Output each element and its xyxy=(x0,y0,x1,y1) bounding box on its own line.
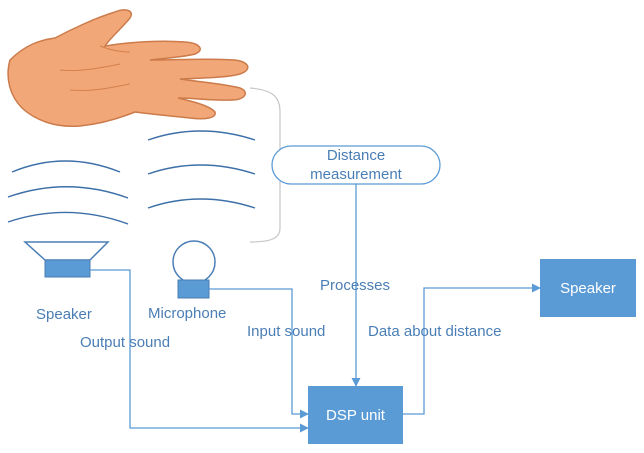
sound-wave-icon xyxy=(7,160,129,225)
distance-measurement-label: Distance measurement xyxy=(272,146,440,184)
hand-icon xyxy=(7,9,249,128)
microphone-icon xyxy=(172,240,216,299)
output-sound-label: Output sound xyxy=(80,334,171,351)
processes-label: Processes xyxy=(320,277,391,294)
speaker-output-box: Speaker xyxy=(540,259,636,317)
input-sound-connector xyxy=(209,288,309,419)
input-sound-label: Input sound xyxy=(247,323,326,340)
distance-data-connector xyxy=(403,283,541,415)
distance-line-2: measurement xyxy=(310,166,402,183)
speaker-icon xyxy=(23,241,110,278)
output-sound-connector xyxy=(90,269,309,433)
data-about-distance-label: Data about distance xyxy=(368,323,502,340)
sound-wave-icon xyxy=(147,130,256,209)
distance-line-1: Distance xyxy=(326,147,386,164)
dsp-unit-box: DSP unit xyxy=(308,386,403,444)
microphone-label: Microphone xyxy=(148,305,227,322)
speaker-left-label: Speaker xyxy=(36,306,92,323)
